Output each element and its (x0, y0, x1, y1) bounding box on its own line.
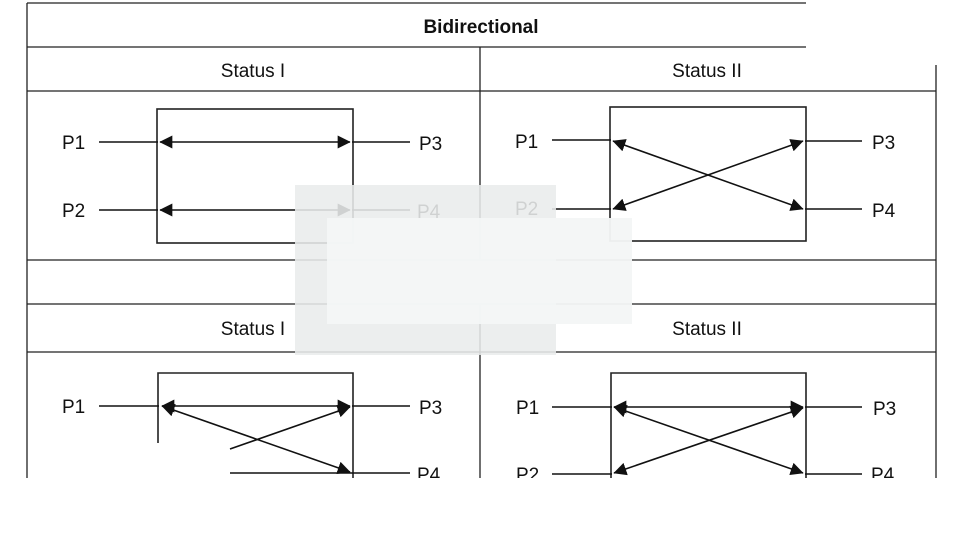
header-status-1-bottom: Status I (221, 319, 285, 340)
port-label-p4: P4 (872, 201, 896, 222)
table-title: Bidirectional (423, 17, 538, 38)
switch-box (610, 372, 807, 478)
port-label-p1: P1 (515, 132, 538, 153)
page-bottom-blank (0, 478, 960, 543)
switch-bottom-right: P1 P2 P3 P4 (516, 372, 896, 486)
path-to-p3 (229, 404, 351, 450)
port-label-p3: P3 (419, 398, 442, 419)
header-status-2-top: Status II (672, 61, 742, 82)
overlay-panel-front (327, 218, 632, 324)
port-label-p1: P1 (516, 398, 539, 419)
port-label-p1: P1 (62, 133, 85, 154)
path-p2-p3 (612, 139, 804, 211)
path-p1-p4 (161, 403, 351, 475)
switch-box (609, 106, 807, 242)
path-p2-p3 (613, 405, 804, 476)
port-label-p1: P1 (62, 397, 85, 418)
port-label-p3: P3 (872, 133, 895, 154)
switch-box (157, 372, 354, 478)
port-label-p2: P2 (62, 201, 85, 222)
port-label-p3: P3 (419, 134, 442, 155)
switch-bottom-left: P1 P3 P4 (62, 372, 442, 486)
header-status-2-bottom: Status II (672, 319, 742, 340)
switch-box (156, 108, 354, 244)
header-status-1-top: Status I (221, 61, 285, 82)
port-label-p3: P3 (873, 399, 896, 420)
